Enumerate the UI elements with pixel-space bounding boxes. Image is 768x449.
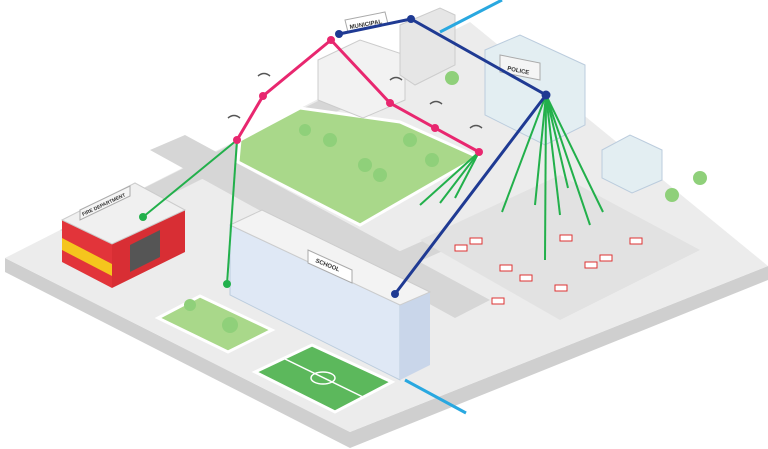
football-field <box>251 343 396 414</box>
blue-link <box>338 17 549 295</box>
municipal-label: MUNICIPAL <box>349 19 383 31</box>
central-park <box>236 106 482 227</box>
police-label: POLICE <box>507 66 530 77</box>
small-building <box>601 134 663 194</box>
green-links <box>142 94 604 285</box>
network-nodes <box>139 15 551 298</box>
pink-link <box>235 37 480 154</box>
wifi-icon <box>227 72 483 129</box>
tree-icon <box>184 71 707 333</box>
uplink-top <box>439 0 503 34</box>
uplink-bottom <box>404 378 467 415</box>
parking-lot <box>420 175 700 320</box>
school-building: SCHOOL <box>228 209 432 381</box>
car-icon <box>454 234 643 305</box>
